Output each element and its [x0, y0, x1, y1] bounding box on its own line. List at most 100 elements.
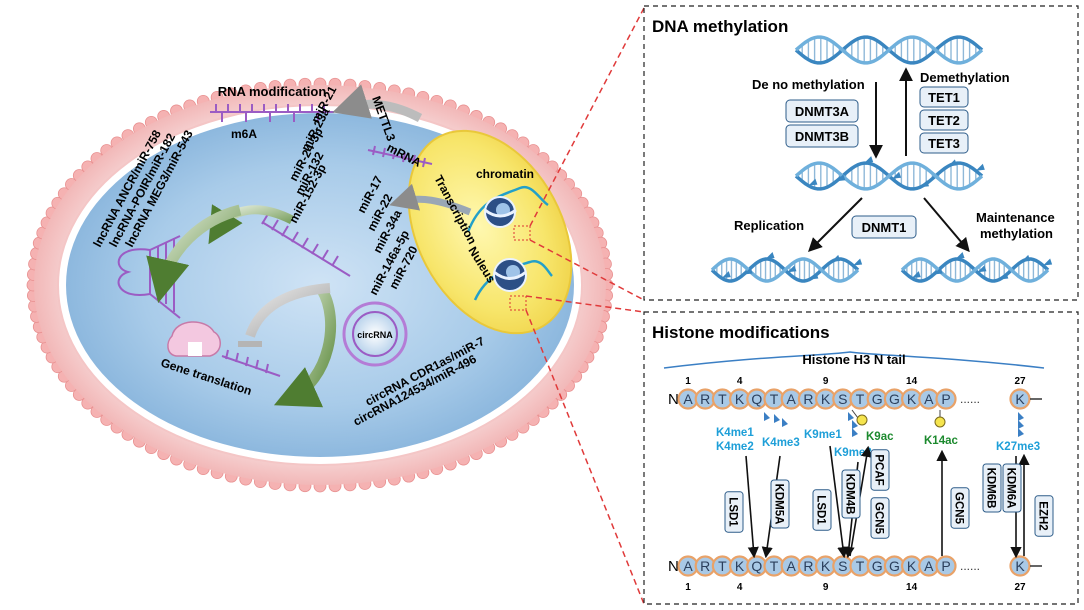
enzyme-tag: KDM6B: [982, 463, 1002, 513]
residue-letter: K: [1015, 391, 1025, 407]
transcription-arrow: [389, 183, 472, 216]
residue-letter: R: [700, 391, 710, 407]
svg-text:LSD1: LSD1: [815, 495, 827, 525]
chromatin-label: chromatin: [476, 167, 534, 181]
residue-letter: P: [941, 558, 950, 574]
svg-text:KDM6A: KDM6A: [1005, 468, 1017, 509]
green-arrow-left: [146, 204, 242, 304]
k27me3-label: K27me3: [996, 441, 1040, 453]
enzyme-box: TET1: [919, 86, 969, 108]
enzyme-tag: KDM6A: [1002, 463, 1022, 513]
inhibition-arrow: [245, 283, 331, 338]
residue-letter: T: [856, 558, 865, 574]
enzyme-box: TET3: [919, 132, 969, 154]
k4me1-label: K4me1: [716, 427, 754, 439]
k9me1-label: K9me1: [804, 429, 842, 441]
ribosome-icon: [167, 321, 221, 357]
residue-letter: T: [718, 558, 727, 574]
replication-label: Replication: [734, 218, 804, 233]
replication-arrow: [808, 197, 863, 252]
svg-text:TET3: TET3: [928, 136, 960, 151]
residue-letter: G: [889, 391, 900, 407]
svg-text:TET1: TET1: [928, 90, 960, 105]
residue-position: 27: [1014, 582, 1026, 593]
zoom-box-lower: [509, 295, 527, 311]
residue-letter: R: [803, 558, 813, 574]
translation-strand: [221, 349, 281, 377]
residue-letter: T: [718, 391, 727, 407]
svg-text:DNMT3B: DNMT3B: [795, 129, 849, 144]
enzyme-tag: KDM4B: [841, 469, 861, 519]
dna-helix-methylated: [794, 156, 985, 191]
residue-position: 9: [823, 582, 829, 593]
residue-letter: K: [907, 391, 917, 407]
enzyme-tag: GCN5: [870, 497, 890, 539]
enzyme-box: DNMT1: [851, 215, 917, 239]
enzyme-tag: PCAF: [870, 449, 890, 491]
residue-letter: R: [803, 391, 813, 407]
maintenance-arrow: [923, 197, 970, 253]
residue-position: 1: [685, 582, 691, 593]
residue-position: 27: [1014, 376, 1026, 387]
enzyme-tag: GCN5: [950, 487, 970, 529]
dna-methylation-panel: DNA methylation De no methylation Demeth…: [643, 5, 1079, 301]
residue-position: 1: [685, 376, 691, 387]
enzyme-tag: LSD1: [724, 491, 744, 533]
svg-text:KDM5A: KDM5A: [773, 484, 785, 525]
svg-text:KDM6B: KDM6B: [985, 468, 997, 509]
residue-letter: G: [872, 558, 883, 574]
panel-title: DNA methylation: [652, 17, 788, 36]
acetyl-mark-icon: [851, 409, 946, 428]
residue-letter: P: [941, 391, 950, 407]
demethylation-label: Demethylation: [920, 70, 1010, 85]
histone-enzyme-tags: LSD1 KDM5A LSD1 KDM4B PCAF GCN5 GCN5 KDM6B KDM6A…: [724, 449, 1054, 539]
residue-letter: S: [838, 558, 847, 574]
tail-label: Histone H3 N tail: [802, 352, 905, 367]
zoom-connectors: [525, 7, 645, 605]
residue-letter: K: [735, 558, 745, 574]
residue-letter: K: [821, 391, 831, 407]
chromatin-coil-bottom: [473, 258, 553, 301]
svg-text:GCN5: GCN5: [953, 492, 965, 525]
dna-helix-replicated-left: [710, 252, 863, 283]
residue-circle: [935, 555, 957, 577]
methylation-label: methylation: [980, 226, 1053, 241]
residue-letter: T: [856, 391, 865, 407]
enzyme-box: TET2: [919, 109, 969, 131]
residue-position: 14: [906, 582, 918, 593]
residue-letter: A: [683, 558, 693, 574]
residue-letter: A: [924, 391, 934, 407]
m6a-label: m6A: [231, 127, 257, 141]
residue-circle: [1009, 388, 1031, 410]
cell: RNA modification m6A METTL3 mRNA chromat…: [26, 77, 614, 493]
residue-letter: K: [735, 391, 745, 407]
dna-helix-replicated-right: [900, 252, 1053, 283]
sequence-gap: ......: [960, 392, 980, 406]
residue-circle: [935, 388, 957, 410]
mirna-duplex: [261, 213, 351, 277]
residue-letter: A: [924, 558, 934, 574]
residue-position: 4: [737, 582, 743, 593]
enzyme-box: DNMT3A: [785, 99, 859, 123]
tail-brace: [663, 351, 1045, 369]
mirna-binding-arrow: [208, 204, 295, 245]
n-terminus-label: N: [668, 391, 679, 408]
residue-letter: A: [787, 391, 797, 407]
residue-letter: Q: [751, 558, 762, 574]
circrna-label: circRNA: [357, 330, 393, 340]
residue-letter: T: [770, 558, 779, 574]
residue-letter: T: [770, 391, 779, 407]
svg-text:TET2: TET2: [928, 113, 960, 128]
enzyme-tag: EZH2: [1034, 495, 1054, 537]
svg-text:LSD1: LSD1: [727, 497, 739, 527]
panel-title: Histone modifications: [652, 323, 830, 342]
k4me3-label: K4me3: [762, 437, 800, 449]
residue-letter: A: [787, 558, 797, 574]
residue-letter: K: [907, 558, 917, 574]
k9ac-label: K9ac: [866, 431, 894, 443]
residue-letter: G: [872, 391, 883, 407]
svg-text:EZH2: EZH2: [1037, 501, 1049, 530]
svg-text:DNMT3A: DNMT3A: [795, 104, 850, 119]
